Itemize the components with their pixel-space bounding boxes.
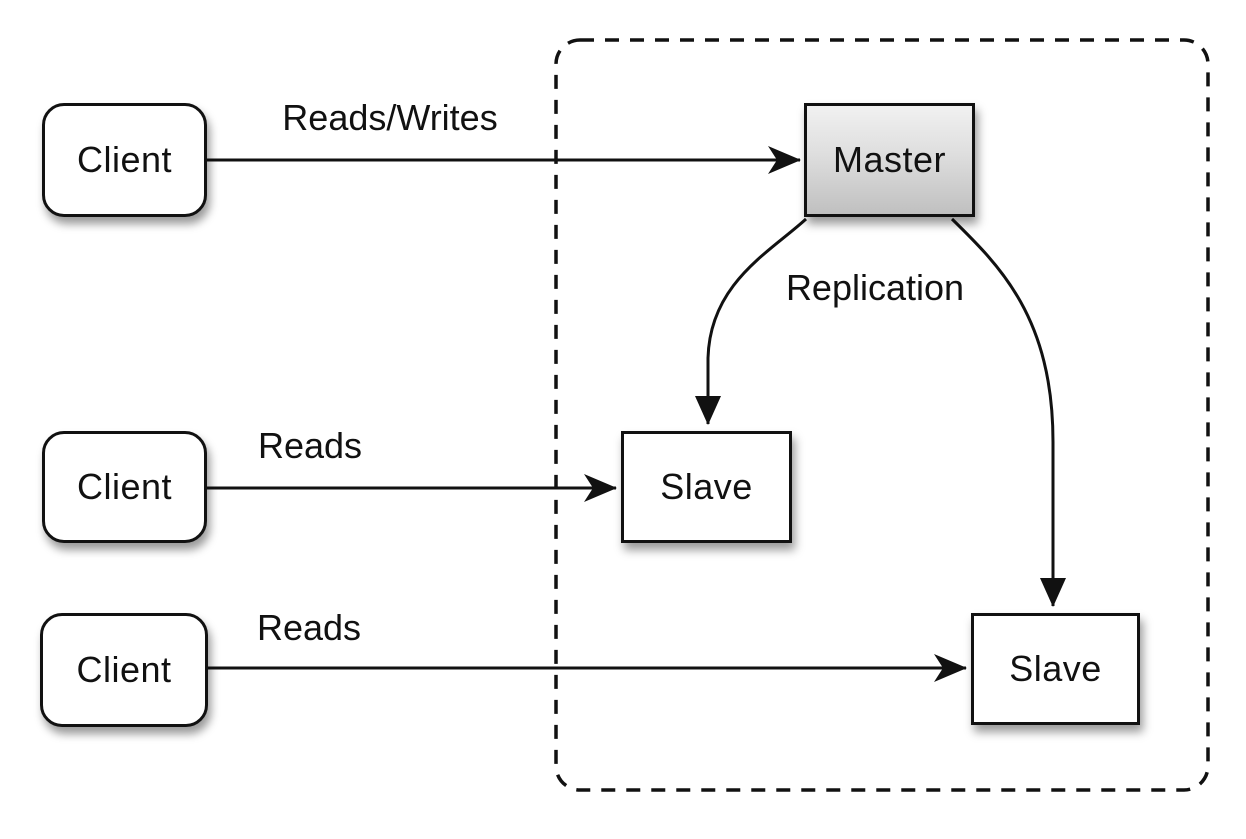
node-client-1: Client: [42, 103, 207, 217]
edge-label-replication: Replication: [785, 267, 965, 308]
edge-label-reads-writes: Reads/Writes: [282, 97, 498, 138]
node-slave-2: Slave: [971, 613, 1140, 725]
node-slave-1-label: Slave: [660, 466, 753, 507]
node-client-2-label: Client: [76, 466, 173, 507]
node-client-3: Client: [40, 613, 208, 727]
node-client-2: Client: [42, 431, 207, 543]
node-client-3-label: Client: [76, 649, 172, 690]
node-slave-2-label: Slave: [1009, 648, 1102, 689]
arrow-master-to-slave2: [950, 217, 1066, 607]
edge-label-reads-bottom: Reads: [256, 607, 362, 648]
node-slave-1: Slave: [621, 431, 792, 543]
node-master-label: Master: [832, 139, 947, 180]
node-client-1-label: Client: [76, 139, 173, 180]
server-group-dashed-border: [554, 38, 1210, 792]
edge-label-reads-middle: Reads: [257, 425, 363, 466]
arrow-master-to-slave1: [695, 217, 808, 425]
node-master: Master: [804, 103, 975, 217]
